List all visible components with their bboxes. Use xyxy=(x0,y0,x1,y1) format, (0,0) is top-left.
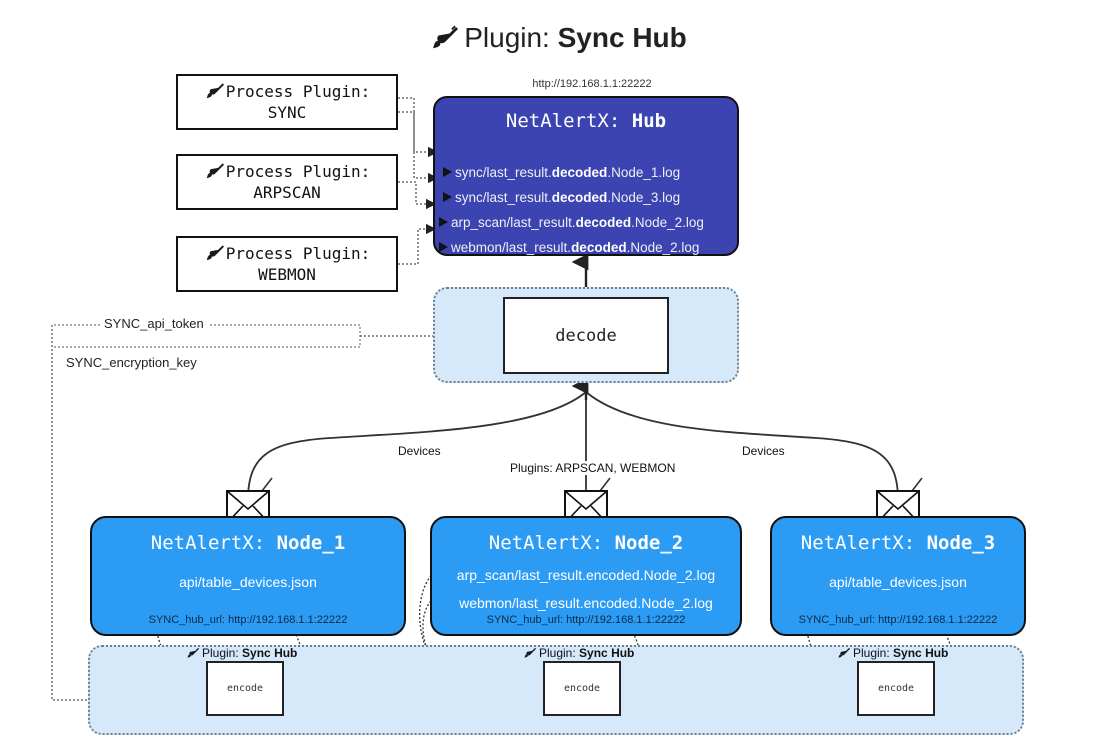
hub-title: NetAlertX: Hub xyxy=(505,110,667,132)
page-title: Plugin: Sync Hub xyxy=(0,18,1117,62)
node-line: api/table_devices.json xyxy=(829,574,967,590)
plug-icon xyxy=(204,243,226,264)
hub-log-entry: sync/last_result.decoded.Node_3.log xyxy=(443,185,737,210)
node-line-list: api/table_devices.json xyxy=(772,568,1024,596)
title-name: Sync Hub xyxy=(557,22,687,53)
hub-log-entry: sync/last_result.decoded.Node_1.log xyxy=(443,160,737,185)
process-plugin-arpscan[interactable]: Process Plugin: ARPSCAN xyxy=(176,154,398,210)
process-plugin-webmon[interactable]: Process Plugin: WEBMON xyxy=(176,236,398,292)
node-hub-url: SYNC_hub_url: http://192.168.1.1:22222 xyxy=(798,614,998,626)
process-plugin-label: Process Plugin: xyxy=(225,82,371,101)
process-plugin-sync[interactable]: Process Plugin: SYNC xyxy=(176,74,398,130)
decode-box[interactable]: decode xyxy=(503,297,669,374)
node-line: arp_scan/last_result.encoded.Node_2.log xyxy=(456,567,716,583)
hub-log-entry: webmon/last_result.decoded.Node_2.log xyxy=(439,235,737,260)
encode-plugin-label-3: Plugin: Sync Hub xyxy=(837,646,948,662)
plug-icon xyxy=(204,161,226,182)
encode-box-2[interactable]: encode xyxy=(543,661,621,716)
process-plugin-name: WEBMON xyxy=(258,265,316,284)
arrow-marker-icon xyxy=(443,167,452,177)
devices-label-left: Devices xyxy=(393,444,446,458)
node-box-3[interactable]: NetAlertX: Node_3 api/table_devices.json… xyxy=(770,516,1026,636)
hub-url-label: http://192.168.1.1:22222 xyxy=(532,78,652,90)
node-hub-url: SYNC_hub_url: http://192.168.1.1:22222 xyxy=(148,614,348,626)
sync-api-token-label: SYNC_api_token xyxy=(100,316,208,331)
encode-box-1[interactable]: encode xyxy=(206,661,284,716)
encode-plugin-label-2: Plugin: Sync Hub xyxy=(523,646,634,662)
node-line: webmon/last_result.encoded.Node_2.log xyxy=(459,595,713,611)
plugins-label-mid: Plugins: ARPSCAN, WEBMON xyxy=(505,461,681,475)
plug-icon xyxy=(204,81,226,102)
arrow-marker-icon xyxy=(439,217,448,227)
plug-icon xyxy=(186,647,200,662)
encode-plugin-label-1: Plugin: Sync Hub xyxy=(186,646,297,662)
plug-icon xyxy=(837,647,851,662)
node-line-list: arp_scan/last_result.encoded.Node_2.log … xyxy=(432,561,740,617)
plug-icon xyxy=(430,22,460,62)
process-plugin-name: ARPSCAN xyxy=(253,183,321,202)
node-title: NetAlertX: Node_1 xyxy=(150,532,346,554)
node-box-2[interactable]: NetAlertX: Node_2 arp_scan/last_result.e… xyxy=(430,516,742,636)
arrow-marker-icon xyxy=(443,192,452,202)
plug-icon xyxy=(523,647,537,662)
node-box-1[interactable]: NetAlertX: Node_1 api/table_devices.json… xyxy=(90,516,406,636)
process-plugin-label: Process Plugin: xyxy=(225,162,371,181)
hub-log-list: sync/last_result.decoded.Node_1.log sync… xyxy=(439,160,737,260)
hub-log-entry: arp_scan/last_result.decoded.Node_2.log xyxy=(439,210,737,235)
node-line-list: api/table_devices.json xyxy=(92,568,404,596)
node-line: api/table_devices.json xyxy=(179,574,317,590)
hub-box[interactable]: NetAlertX: Hub sync/last_result.decoded.… xyxy=(433,96,739,256)
node-hub-url: SYNC_hub_url: http://192.168.1.1:22222 xyxy=(486,614,686,626)
node-title: NetAlertX: Node_2 xyxy=(488,532,684,554)
sync-encryption-key-label: SYNC_encryption_key xyxy=(62,355,201,370)
node-title: NetAlertX: Node_3 xyxy=(800,532,996,554)
encode-box-3[interactable]: encode xyxy=(857,661,935,716)
arrow-marker-icon xyxy=(439,242,448,252)
title-prefix: Plugin: xyxy=(464,22,550,53)
process-plugin-name: SYNC xyxy=(267,103,307,122)
process-plugin-label: Process Plugin: xyxy=(225,244,371,263)
devices-label-right: Devices xyxy=(737,444,790,458)
